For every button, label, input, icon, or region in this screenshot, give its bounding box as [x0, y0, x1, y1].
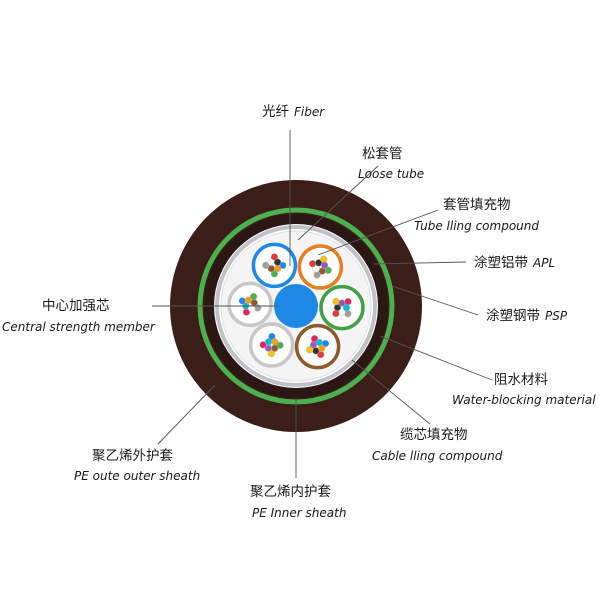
label-inner-sheath-en: PE Inner sheath: [252, 506, 346, 520]
label-water-blocking-en: Water-blocking material: [452, 393, 596, 407]
fiber: [320, 261, 329, 269]
central-strength-member: [274, 284, 318, 328]
label-loose-tube-en: Loose tube: [358, 167, 424, 181]
fiber: [238, 297, 246, 305]
loose-tube-ring: [251, 242, 298, 289]
fiber: [318, 344, 326, 353]
fiber: [332, 309, 340, 318]
loose-tube-ring: [294, 323, 341, 370]
leader-apl: [373, 261, 467, 265]
label-strength-member-zh: 中心加强芯: [42, 298, 110, 314]
fiber: [270, 270, 279, 278]
label-inner-sheath-zh: 聚乙烯内护套: [250, 484, 331, 500]
label-cable-filling-en: Cable lling compound: [372, 449, 503, 463]
leader-water-blocking: [379, 335, 493, 381]
fiber: [342, 304, 351, 312]
fiber: [320, 255, 328, 263]
label-tube-filling-en: Tube lling compound: [414, 219, 539, 233]
fiber: [313, 271, 321, 279]
loose-tube: [294, 323, 341, 370]
loose-tube-ring: [319, 284, 365, 331]
leader-psp: [391, 285, 479, 316]
loose-tube: [251, 242, 298, 289]
fiber: [344, 298, 352, 306]
fiber: [344, 310, 352, 318]
loose-tubes: [227, 242, 365, 370]
loose-tube: [297, 244, 344, 290]
loose-tube-ring: [297, 244, 344, 290]
label-water-blocking-zh: 阻水材料: [494, 372, 548, 388]
fiber: [308, 260, 317, 268]
loose-tube: [319, 284, 365, 331]
fiber: [271, 344, 279, 352]
leader-outer-sheath: [157, 384, 216, 445]
fiber: [279, 261, 287, 270]
fiber: [247, 304, 256, 313]
leader-tube-filling: [317, 209, 439, 256]
label-outer-sheath-zh: 聚乙烯外护套: [92, 448, 173, 464]
fiber: [273, 258, 282, 266]
label-outer-sheath-en: PE oute outer sheath: [74, 469, 200, 483]
loose-tube: [248, 322, 295, 368]
fiber: [270, 253, 279, 261]
label-cable-filling-zh: 缆芯填充物: [400, 427, 468, 443]
loose-tube-ring: [248, 322, 295, 368]
loose-tube: [227, 281, 273, 328]
label-tube-filling-zh: 套管填充物: [443, 197, 511, 213]
fiber: [306, 346, 314, 354]
leader-loose-tube: [297, 165, 379, 241]
fiber: [310, 335, 319, 343]
label-loose-tube-zh: 松套管: [362, 146, 403, 162]
leader-cable-filling: [351, 359, 431, 425]
fiber: [321, 339, 330, 348]
label-strength-member-en: Central strength member: [2, 320, 156, 334]
leader-lines: [152, 130, 493, 478]
fiber: [262, 261, 270, 270]
loose-tube-ring: [227, 281, 273, 328]
fiber: [249, 293, 258, 301]
fiber: [332, 297, 340, 306]
